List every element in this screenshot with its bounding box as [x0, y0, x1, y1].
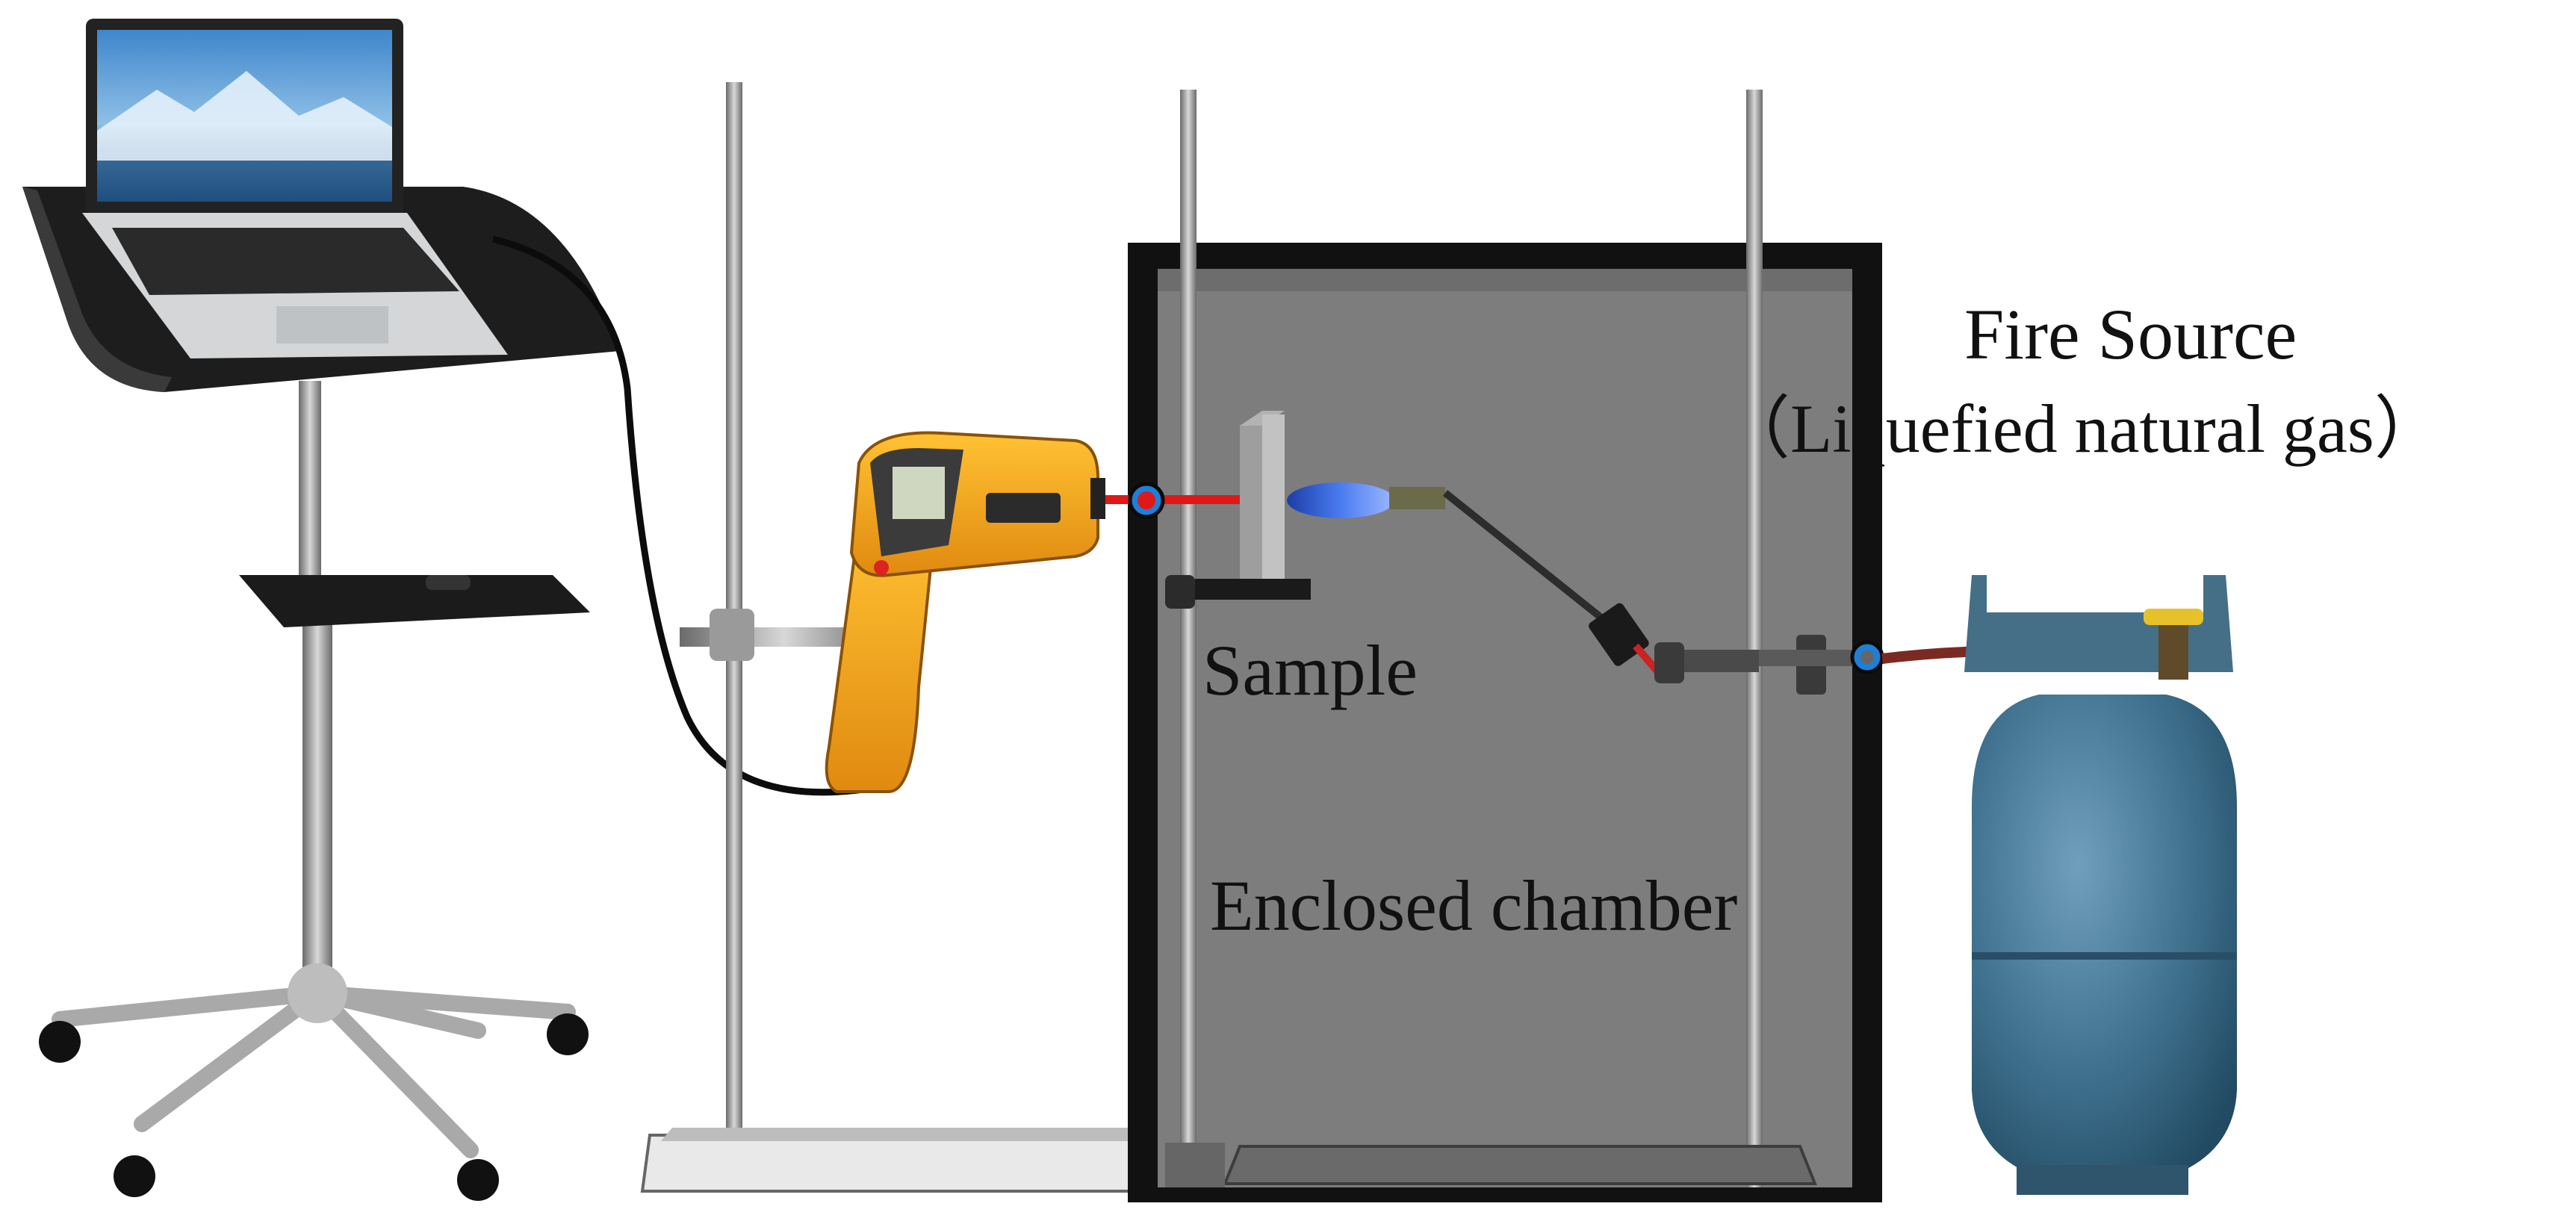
burner-torch-icon: [1287, 482, 1863, 695]
laser-beam: [1105, 495, 1255, 504]
chamber-label: Enclosed chamber: [1210, 866, 1737, 945]
data-cable: [491, 235, 875, 796]
sample-block: [1165, 411, 1311, 609]
sample-label: Sample: [1202, 630, 1418, 710]
fire-source-label: Fire Source: [1964, 294, 2297, 374]
infrared-thermometer-icon: [825, 431, 1105, 793]
gas-cylinder-icon: [1964, 575, 2237, 1195]
fire-source-detail-label: （Liquefied natural gas）: [1722, 391, 2443, 467]
laptop-icon: [82, 19, 508, 358]
